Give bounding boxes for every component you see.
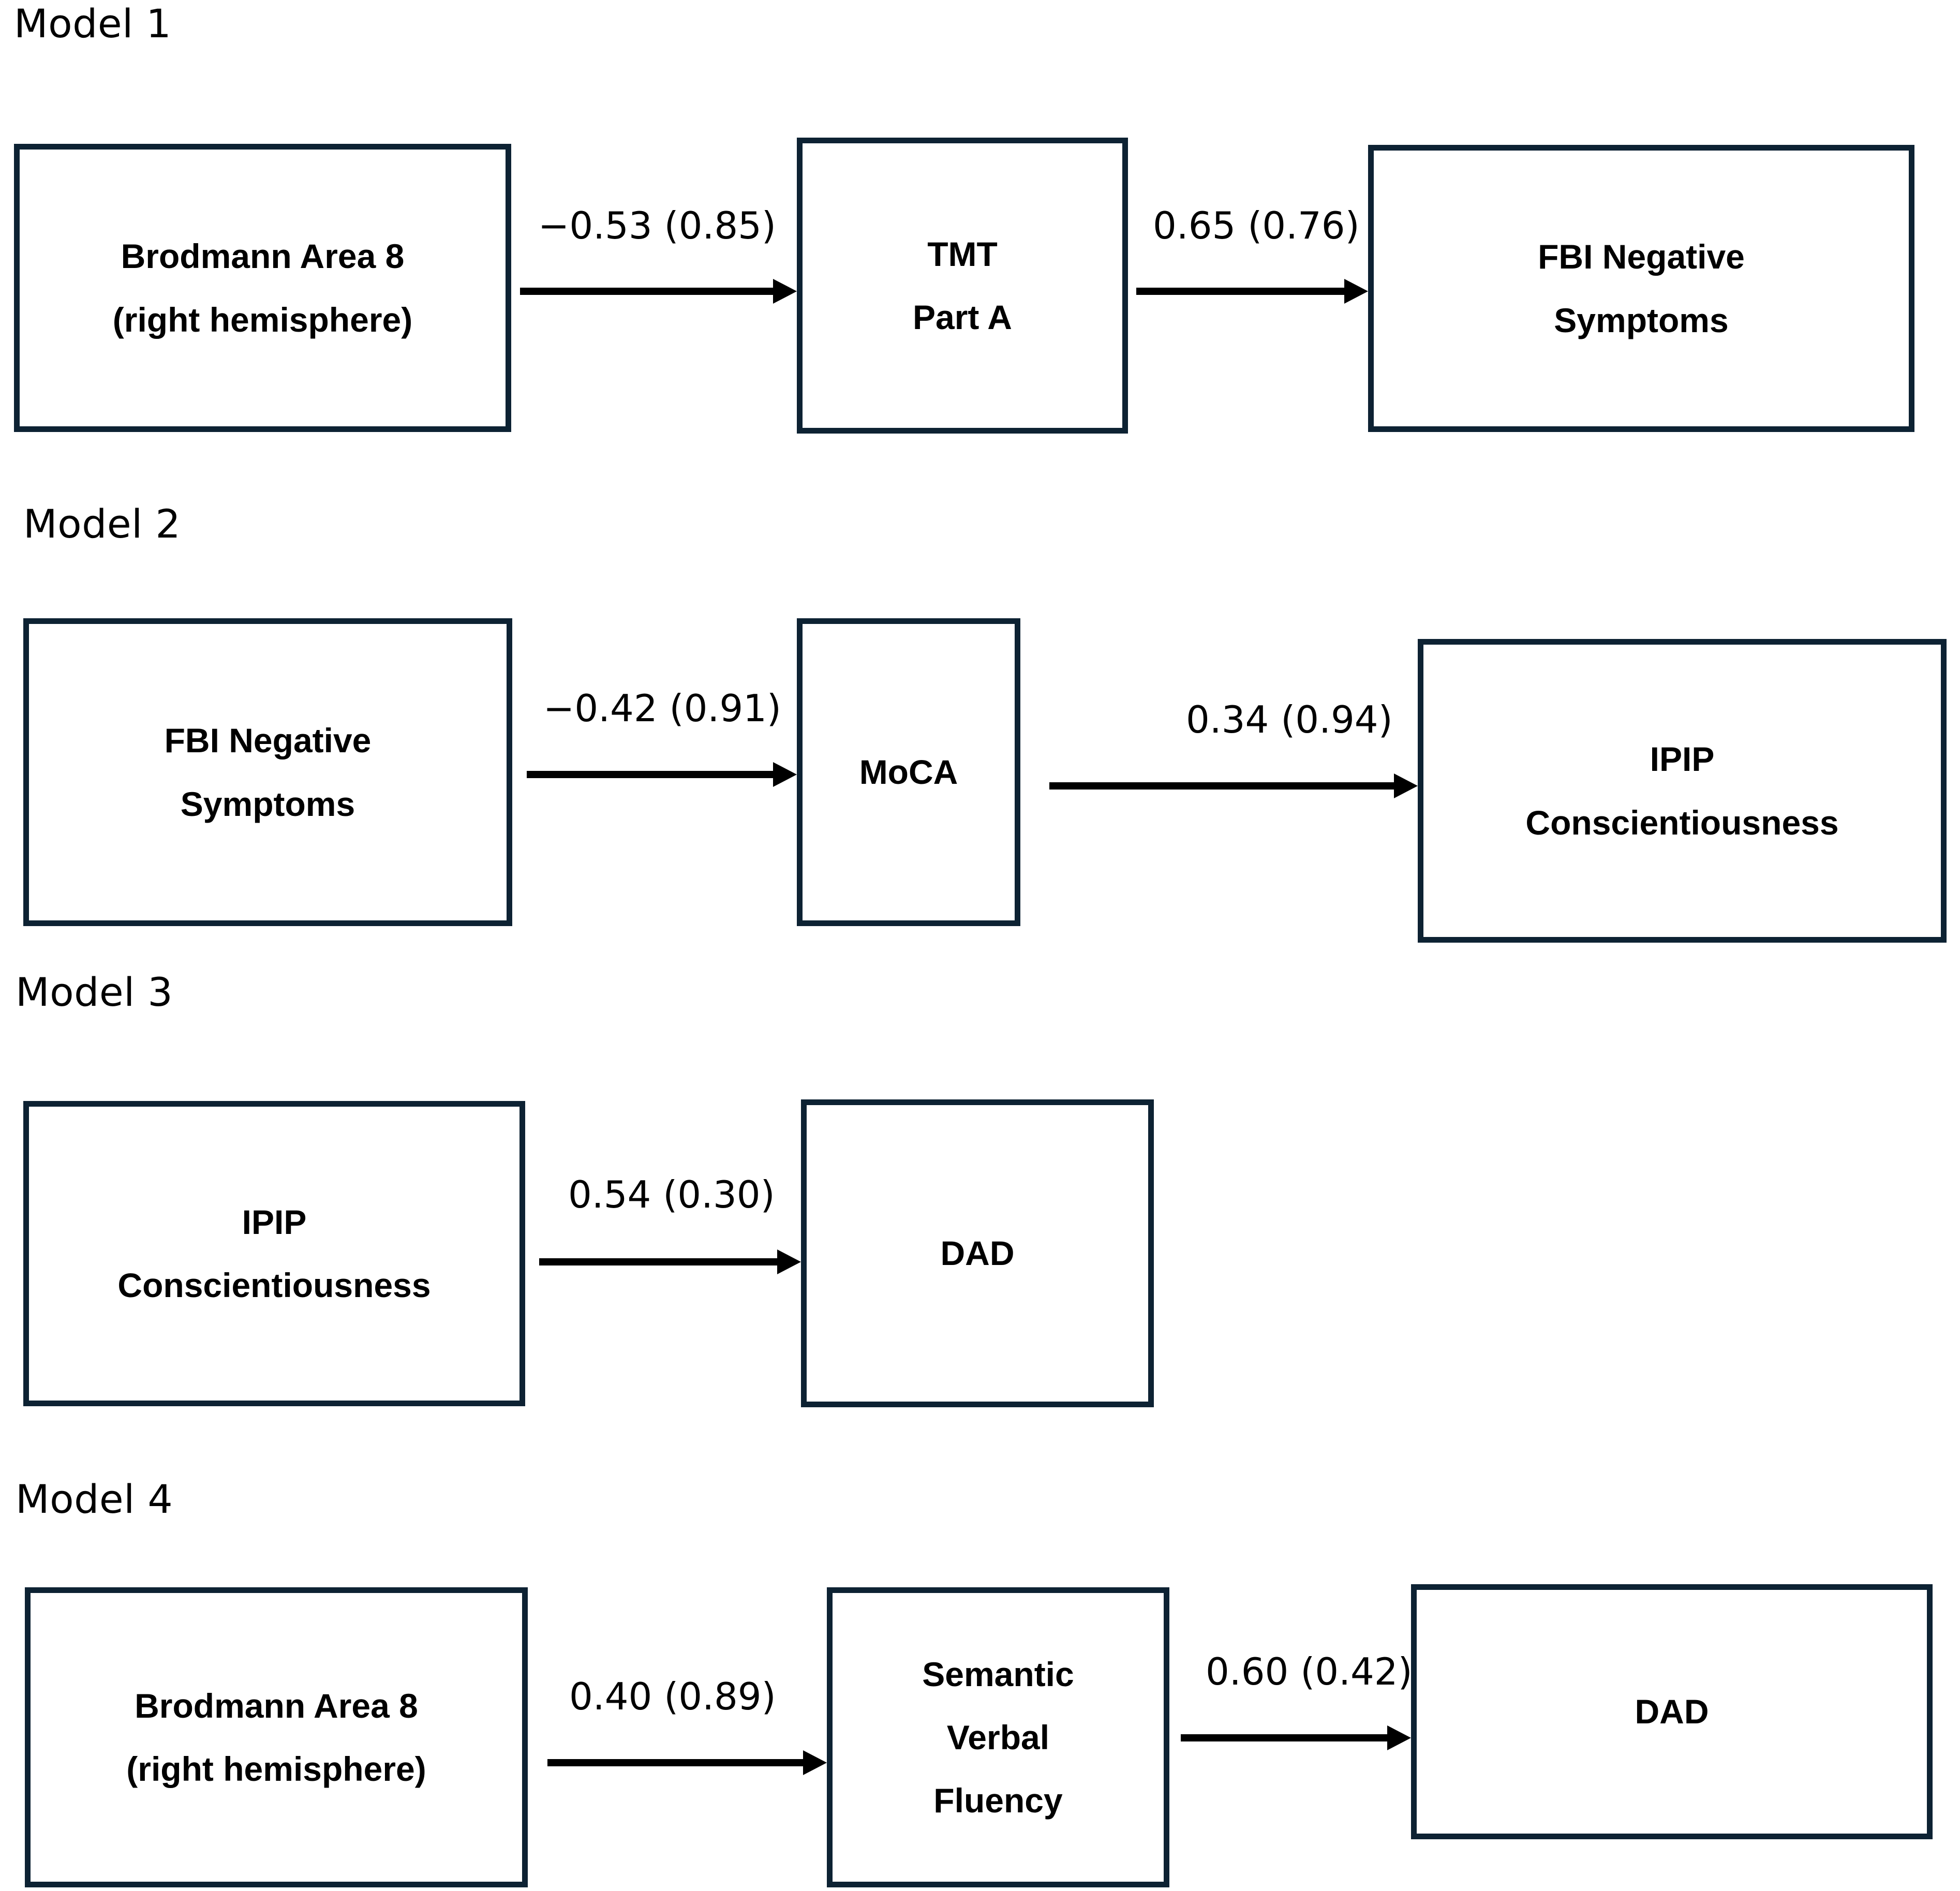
path-label-m4-p2: 0.60 (0.42) bbox=[1206, 1650, 1413, 1693]
arrow-shaft bbox=[1049, 782, 1395, 790]
node-label-m4n1: Brodmann Area 8 (right hemisphere) bbox=[126, 1686, 426, 1788]
arrow-head bbox=[803, 1750, 827, 1775]
node-label-m3n2: DAD bbox=[940, 1234, 1015, 1273]
node-label-m1n2: TMT Part A bbox=[913, 234, 1012, 336]
path-label-m2-p2: 0.34 (0.94) bbox=[1186, 698, 1393, 741]
node-box-m2n1: FBI Negative Symptoms bbox=[23, 618, 512, 926]
node-label-m1n1: Brodmann Area 8 (right hemisphere) bbox=[112, 237, 413, 339]
node-box-m4n2: Semantic Verbal Fluency bbox=[827, 1587, 1169, 1887]
arrow-head bbox=[773, 762, 797, 787]
path-label-m1-p2: 0.65 (0.76) bbox=[1153, 204, 1360, 247]
arrow-head bbox=[1394, 773, 1418, 798]
node-box-m4n3: DAD bbox=[1411, 1584, 1933, 1839]
node-box-m1n3: FBI Negative Symptoms bbox=[1368, 145, 1914, 432]
node-label-m3n1: IPIP Conscientiousness bbox=[117, 1202, 431, 1304]
arrow-shaft bbox=[539, 1258, 779, 1265]
node-label-m4n3: DAD bbox=[1635, 1692, 1709, 1731]
node-label-m2n1: FBI Negative Symptoms bbox=[164, 721, 372, 823]
path-label-m4-p1: 0.40 (0.89) bbox=[569, 1675, 776, 1718]
arrow-shaft bbox=[520, 288, 775, 295]
arrow-shaft bbox=[1136, 288, 1346, 295]
node-box-m1n2: TMT Part A bbox=[797, 138, 1128, 434]
node-box-m2n3: IPIP Conscientiousness bbox=[1418, 639, 1947, 943]
arrow-head bbox=[1344, 279, 1368, 304]
model-4-title: Model 4 bbox=[16, 1476, 173, 1522]
arrow-shaft bbox=[1181, 1734, 1389, 1741]
model-2-title: Model 2 bbox=[23, 501, 181, 547]
node-box-m2n2: MoCA bbox=[797, 618, 1020, 926]
model-3-title: Model 3 bbox=[16, 969, 173, 1015]
arrow-shaft bbox=[527, 771, 775, 778]
path-label-m2-p1: −0.42 (0.91) bbox=[543, 687, 782, 730]
node-box-m4n1: Brodmann Area 8 (right hemisphere) bbox=[25, 1587, 528, 1887]
node-box-m3n1: IPIP Conscientiousness bbox=[23, 1101, 525, 1406]
arrow-head bbox=[1387, 1725, 1411, 1750]
arrow-shaft bbox=[547, 1759, 805, 1766]
path-label-m1-p1: −0.53 (0.85) bbox=[538, 204, 777, 247]
node-label-m2n2: MoCA bbox=[859, 753, 958, 792]
node-box-m1n1: Brodmann Area 8 (right hemisphere) bbox=[14, 144, 511, 432]
path-label-m3-p1: 0.54 (0.30) bbox=[568, 1173, 775, 1216]
arrow-head bbox=[773, 279, 797, 304]
node-label-m1n3: FBI Negative Symptoms bbox=[1538, 237, 1745, 339]
node-label-m2n3: IPIP Conscientiousness bbox=[1525, 740, 1839, 842]
arrow-head bbox=[777, 1249, 801, 1274]
model-1-title: Model 1 bbox=[14, 1, 172, 47]
node-box-m3n2: DAD bbox=[801, 1099, 1154, 1407]
node-label-m4n2: Semantic Verbal Fluency bbox=[922, 1655, 1074, 1820]
